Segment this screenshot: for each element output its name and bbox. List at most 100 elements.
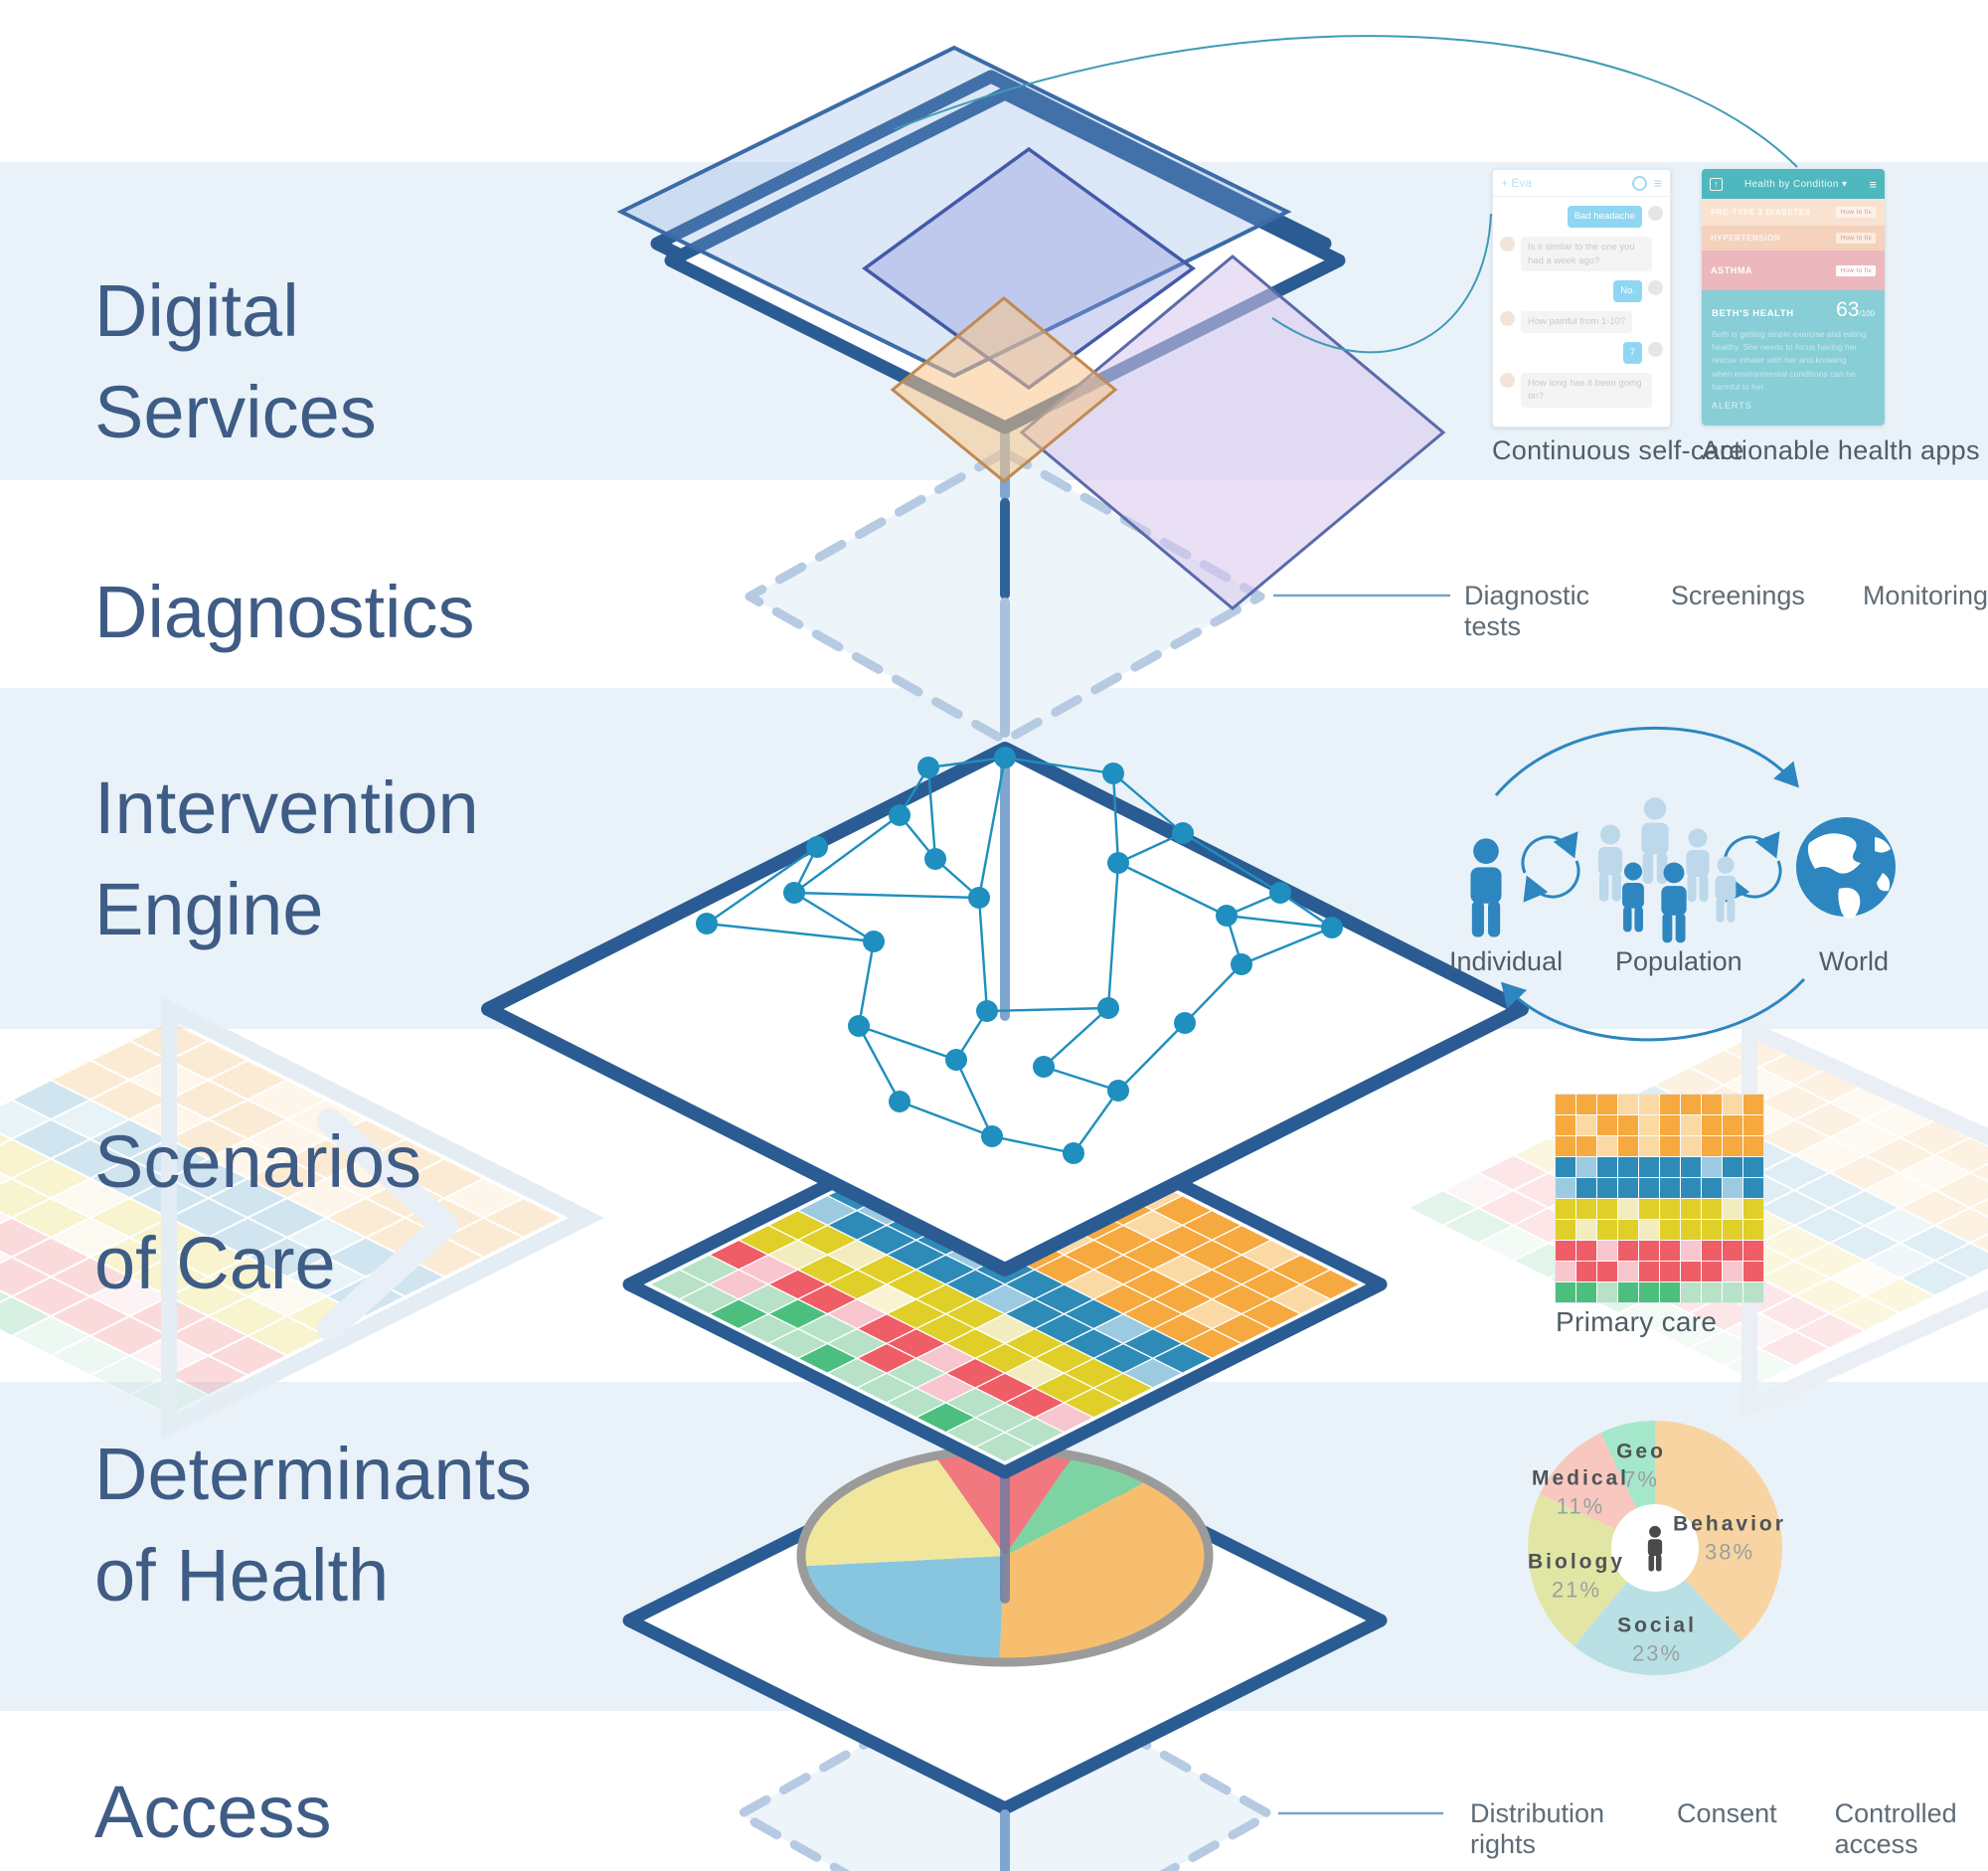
heatmap-cell bbox=[1556, 1262, 1575, 1281]
heatmap-cell bbox=[1702, 1241, 1722, 1261]
heatmap-cell bbox=[1660, 1178, 1680, 1198]
section-title-scenarios-of-care: Scenarios of Care bbox=[94, 1111, 421, 1314]
heatmap-cell bbox=[1639, 1178, 1659, 1198]
heatmap-cell bbox=[1660, 1115, 1680, 1135]
segment-pct: 21% bbox=[1551, 1577, 1602, 1603]
donut-label-medical: Medical 11% bbox=[1532, 1467, 1629, 1520]
heatmap-cell bbox=[1618, 1220, 1638, 1240]
condition-action-button: How to fix bbox=[1836, 264, 1876, 276]
section-title-determinants: Determinants of Health bbox=[94, 1424, 532, 1626]
segment-pct: 7% bbox=[1623, 1466, 1659, 1492]
access-annotations: Distribution rights Consent Controlled a… bbox=[1470, 1798, 1988, 1860]
heatmap-cell bbox=[1597, 1157, 1617, 1177]
heatmap-cell bbox=[1556, 1220, 1575, 1240]
heatmap-cell bbox=[1576, 1115, 1596, 1135]
segment-name: Behavior bbox=[1673, 1512, 1786, 1536]
heatmap-cell bbox=[1681, 1115, 1701, 1135]
heatmap-cell bbox=[1618, 1157, 1638, 1177]
network-graph bbox=[696, 747, 1343, 1164]
heatmap-cell bbox=[1681, 1262, 1701, 1281]
heatmap-cell bbox=[1639, 1199, 1659, 1219]
menu-icon: ≡ bbox=[1653, 175, 1662, 191]
heatmap-cell bbox=[1618, 1178, 1638, 1198]
heatmap-cell bbox=[1743, 1262, 1763, 1281]
donut-label-geo: Geo 7% bbox=[1616, 1441, 1666, 1493]
score-description: Beth is getting ample exercise and eatin… bbox=[1712, 329, 1867, 392]
chat-bubble: No. bbox=[1613, 280, 1642, 303]
annotation-label: Distribution rights bbox=[1470, 1798, 1605, 1859]
donut-label-social: Social 23% bbox=[1617, 1615, 1697, 1667]
chat-message: How painful from 1-10? bbox=[1500, 311, 1663, 333]
heatmap-cell bbox=[1597, 1262, 1617, 1281]
segment-name: Social bbox=[1617, 1614, 1697, 1637]
heatmap-cell bbox=[1639, 1095, 1659, 1114]
cycle-label-world: World bbox=[1819, 946, 1890, 976]
heatmap-cell bbox=[1723, 1157, 1742, 1177]
score-label: BETH'S HEALTH bbox=[1712, 308, 1794, 319]
avatar bbox=[1648, 206, 1663, 221]
menu-icon: ≡ bbox=[1869, 176, 1877, 192]
heatmap-cell bbox=[1660, 1199, 1680, 1219]
donut-label-biology: Biology 21% bbox=[1528, 1551, 1625, 1604]
chevron-icon bbox=[317, 1108, 458, 1341]
heatmap-cell bbox=[1743, 1220, 1763, 1240]
heatmap-cell bbox=[1618, 1095, 1638, 1114]
heatmap-cell bbox=[1702, 1262, 1722, 1281]
chat-circle-icon bbox=[1631, 175, 1647, 191]
heatmap-cell bbox=[1639, 1282, 1659, 1302]
heatmap-cell bbox=[1702, 1136, 1722, 1156]
cycle-arc-top bbox=[1494, 727, 1799, 796]
primary-care-heatmap bbox=[1556, 1095, 1763, 1302]
heatmap-cell bbox=[1660, 1095, 1680, 1114]
title-line: Diagnostics bbox=[94, 571, 475, 653]
heatmap-cell bbox=[1660, 1262, 1680, 1281]
heatmap-cell bbox=[1681, 1282, 1701, 1302]
heatmap-cell bbox=[1618, 1115, 1638, 1135]
connector-arc bbox=[894, 35, 1798, 168]
annotation-label: Diagnostic tests bbox=[1464, 581, 1590, 641]
heatmap-cell bbox=[1743, 1241, 1763, 1261]
heatmap-cell bbox=[1743, 1199, 1763, 1219]
heatmap-cell bbox=[1681, 1241, 1701, 1261]
chat-header: + Eva ≡ bbox=[1493, 170, 1670, 197]
condition-name: HYPERTENSION bbox=[1711, 234, 1781, 243]
heatmap-cell bbox=[1660, 1282, 1680, 1302]
section-title-intervention-engine: Intervention Engine bbox=[94, 758, 479, 960]
cycle-arc-bottom bbox=[1500, 977, 1806, 1042]
segment-name: Medical bbox=[1531, 1466, 1630, 1490]
heatmap-cell bbox=[1723, 1282, 1742, 1302]
chat-message: Bad headache bbox=[1500, 206, 1663, 228]
heatmap-cell bbox=[1723, 1220, 1742, 1240]
title-line: of Care bbox=[94, 1222, 336, 1304]
heatmap-cell bbox=[1576, 1241, 1596, 1261]
population-icon bbox=[1597, 797, 1737, 943]
cycle-label-population: Population bbox=[1615, 946, 1742, 976]
annotation-label: Monitoring bbox=[1862, 581, 1988, 610]
heatmap-cell bbox=[1723, 1115, 1742, 1135]
heatmap-cell bbox=[1702, 1115, 1722, 1135]
heatmap-cell bbox=[1639, 1220, 1659, 1240]
heatmap-cell bbox=[1723, 1262, 1742, 1281]
heatmap-cell bbox=[1723, 1136, 1742, 1156]
heatmap-cell bbox=[1702, 1095, 1722, 1114]
heatmap-cell bbox=[1660, 1241, 1680, 1261]
individual-icon bbox=[1470, 838, 1502, 937]
heatmap-cell bbox=[1556, 1136, 1575, 1156]
heatmap-cell bbox=[1618, 1199, 1638, 1219]
condition-row: ASTHMA How to fix bbox=[1702, 251, 1885, 290]
heatmap-cell bbox=[1702, 1157, 1722, 1177]
heatmap-cell bbox=[1556, 1157, 1575, 1177]
connector-arc bbox=[1271, 213, 1492, 354]
chat-message: 7 bbox=[1500, 341, 1663, 364]
chat-bubble: Bad headache bbox=[1567, 206, 1642, 228]
heatmap-cell bbox=[1660, 1157, 1680, 1177]
chat-contact-name: + Eva bbox=[1501, 176, 1533, 190]
share-icon: ↑ bbox=[1710, 177, 1723, 191]
heatmap-cell bbox=[1639, 1262, 1659, 1281]
heatmap-cell bbox=[1618, 1262, 1638, 1281]
heatmap-cell bbox=[1743, 1115, 1763, 1135]
heatmap-cell bbox=[1639, 1157, 1659, 1177]
heatmap-cell bbox=[1660, 1136, 1680, 1156]
heatmap-cell bbox=[1556, 1199, 1575, 1219]
sync-icon bbox=[1521, 831, 1580, 903]
